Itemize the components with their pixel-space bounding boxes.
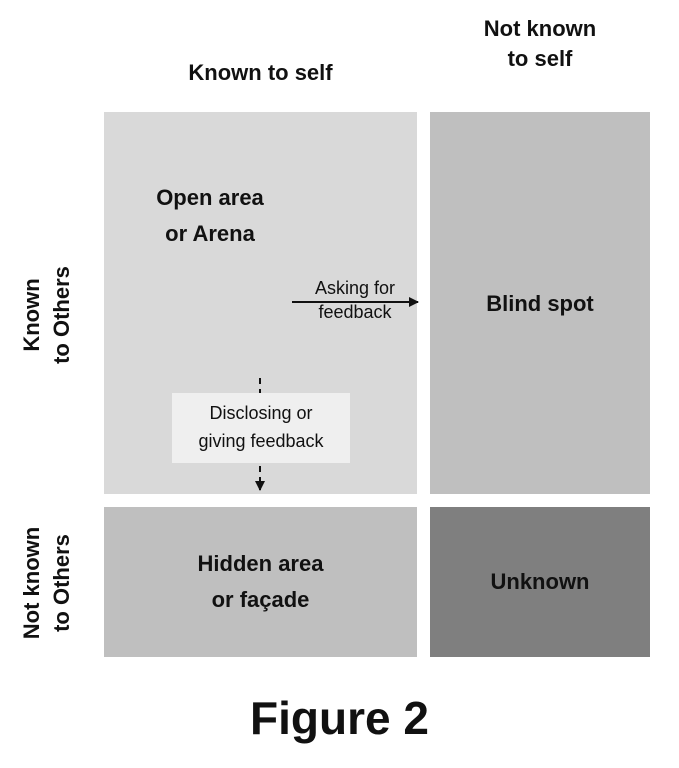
open-area-label-line2: or Arena bbox=[165, 221, 255, 246]
disclosing-feedback-label: Disclosing or giving feedback bbox=[172, 393, 350, 463]
figure-caption: Figure 2 bbox=[250, 692, 429, 744]
blind-spot-label: Blind spot bbox=[486, 291, 594, 316]
asking-label-line2: feedback bbox=[318, 302, 392, 322]
disclosing-label-line2: giving feedback bbox=[198, 431, 324, 451]
column-header-not-known-to-self: Not known to self bbox=[430, 14, 650, 74]
hidden-area-label-line1: Hidden area bbox=[197, 551, 324, 576]
open-area-label: Open area or Arena bbox=[130, 180, 290, 252]
column-header-known-to-self: Known to self bbox=[188, 60, 333, 85]
open-area-label-line1: Open area bbox=[156, 185, 264, 210]
asking-label-line1: Asking for bbox=[314, 278, 396, 298]
unknown-label: Unknown bbox=[490, 569, 590, 594]
hidden-area-label-line2: or façade bbox=[211, 587, 310, 612]
hidden-area-label: Hidden area or façade bbox=[104, 546, 417, 618]
unknown-quadrant bbox=[430, 507, 650, 657]
column-header-not-known-line2: to self bbox=[507, 46, 573, 71]
blind-spot-quadrant bbox=[430, 112, 650, 494]
disclosing-label-line1: Disclosing or bbox=[209, 403, 313, 423]
column-header-not-known-line1: Not known bbox=[483, 16, 597, 41]
hidden-area-quadrant bbox=[104, 507, 417, 657]
asking-for-feedback-label: Asking for feedback bbox=[292, 276, 418, 324]
